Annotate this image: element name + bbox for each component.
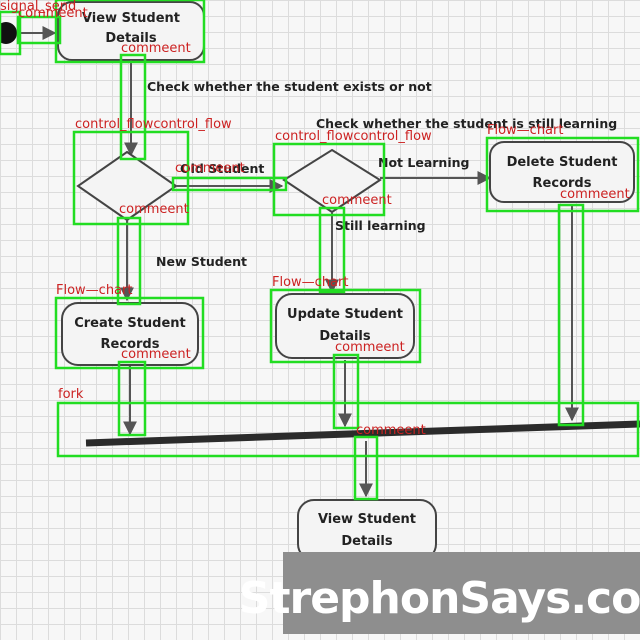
annotation-box-comment: [116, 216, 142, 306]
activity-view-student-details-bottom: View Student Details: [297, 499, 437, 561]
annotation-box-flow-chart-create: [54, 296, 205, 370]
annotation-box-comment: [332, 353, 360, 430]
activity-delete-student-records: Delete Student Records: [489, 141, 635, 203]
activity-update-student-details: Update Student Details: [275, 293, 415, 359]
annotation-box-comment: [318, 206, 346, 294]
activity-view-student-details-top: View Student Details: [57, 1, 205, 61]
annotation-label-comment: commeent: [322, 193, 392, 208]
activity-label: Delete Student: [507, 155, 618, 170]
annotation-label-comment: commeent: [175, 161, 245, 176]
annotation-box-comment: [353, 435, 379, 501]
annotation-box-comment: [16, 15, 62, 45]
activity-label: Details: [319, 329, 371, 344]
annotation-box-flow-chart-update: [269, 288, 422, 364]
annotation-label-control-flow: control_flowcontrol_flow: [75, 117, 232, 132]
annotation-box-comment: [171, 176, 288, 192]
watermark-text: StrephonSays.com: [239, 573, 640, 624]
edge-label-new-student: New Student: [156, 254, 247, 269]
activity-label: Create Student: [74, 316, 186, 331]
edge-label-check-learning: Check whether the student is still learn…: [316, 116, 617, 131]
annotation-box-control-flow-2: [272, 142, 386, 217]
annotation-label-signal-send: signal_send: [0, 0, 76, 14]
join-bar: [85, 420, 640, 447]
activity-label: Records: [101, 337, 160, 352]
annotation-box-comment: [557, 203, 585, 427]
annotation-label-fork: fork: [58, 387, 84, 402]
annotation-label-flow-chart: Flow—chart: [487, 123, 563, 138]
annotation-box-fork: [56, 401, 640, 458]
edge-label-not-learning: Not Learning: [378, 155, 469, 170]
edge-label-old-student: Old Student: [180, 161, 264, 176]
activity-label: View Student: [82, 11, 180, 26]
edge-label-still-learning: Still learning: [335, 218, 426, 233]
annotation-box-signal-send: [0, 10, 22, 56]
activity-create-student-records: Create Student Records: [61, 302, 199, 366]
annotation-box-comment: [117, 360, 147, 437]
annotation-label-comment: commeent: [18, 6, 88, 21]
annotation-box-flow-chart-delete: [485, 136, 640, 213]
annotation-label-comment: commeent: [356, 423, 426, 438]
annotation-label-comment: commeent: [119, 202, 189, 217]
activity-label: View Student: [318, 512, 416, 527]
activity-label: Details: [105, 31, 157, 46]
annotation-label-comment: commeent: [121, 347, 191, 362]
annotation-label-comment: commeent: [121, 41, 191, 56]
annotation-label-flow-chart: Flow—chart: [56, 283, 132, 298]
annotation-label-comment: commeent: [560, 187, 630, 202]
annotation-label-flow-chart: Flow—chart: [272, 275, 348, 290]
annotation-box-comment: [119, 53, 147, 161]
watermark: StrephonSays.com: [239, 552, 640, 634]
activity-label: Update Student: [287, 307, 403, 322]
annotation-labels: signal_send commeent commeent control_fl…: [0, 0, 630, 438]
annotation-box-flow-chart-top: [54, 0, 206, 64]
activity-label: Details: [341, 534, 393, 549]
annotation-label-comment: commeent: [335, 340, 405, 355]
annotation-label-control-flow: control_flowcontrol_flow: [275, 129, 432, 144]
edge-label-check-exists: Check whether the student exists or not: [147, 79, 432, 94]
activity-label: Records: [533, 176, 592, 191]
initial-node: [0, 22, 17, 44]
annotation-layer: [0, 0, 640, 501]
